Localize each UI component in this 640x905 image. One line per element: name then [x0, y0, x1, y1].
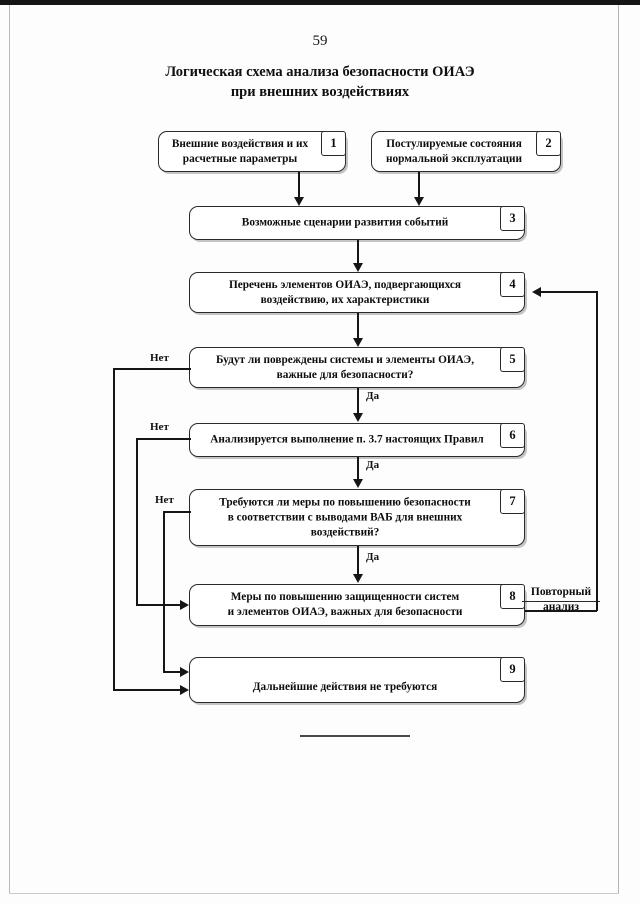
scan-bottom-edge — [9, 893, 619, 894]
edge-5-no-label: Нет — [150, 352, 169, 364]
edge-6-no-horizontal — [136, 438, 191, 440]
edge-2-to-3-arrowhead — [414, 197, 424, 206]
page-title-line-2: при внешних воздействиях — [230, 84, 410, 100]
flow-node-7-line-1: Требуются ли меры по повышению безопасно… — [219, 496, 471, 508]
edge-7-to-8-arrowhead — [353, 574, 363, 583]
edge-1-to-3-vertical — [298, 172, 300, 198]
flow-node-9-label: Дальнейшие действия не требуются — [200, 680, 490, 695]
edge-2-to-3-vertical — [418, 172, 420, 198]
scan-top-edge — [0, 0, 640, 5]
flow-node-7-label: Требуются ли меры по повышению безопасно… — [200, 495, 490, 540]
flow-node-1-badge: 1 — [321, 131, 346, 156]
edge-6-to-7-label-yes: Да — [366, 459, 380, 471]
edge-8-to-4-top-horizontal — [541, 291, 597, 293]
flow-node-4-line-2: воздействию, их характеристики — [260, 293, 430, 306]
flow-node-8-badge: 8 — [500, 584, 525, 609]
flow-node-2[interactable]: Постулируемые состояния нормальной экспл… — [371, 131, 561, 172]
flow-node-6-label: Анализируется выполнение п. 3.7 настоящи… — [200, 433, 494, 448]
flow-node-9-badge: 9 — [500, 657, 525, 682]
flow-node-4[interactable]: Перечень элементов ОИАЭ, подвергающихся … — [189, 272, 525, 313]
flow-node-8[interactable]: Меры по повышению защищенности систем и … — [189, 584, 525, 626]
flow-node-4-badge: 4 — [500, 272, 525, 297]
edge-8-to-4-arrowhead — [532, 287, 541, 297]
flow-node-5-line-2: важные для безопасности? — [276, 368, 414, 381]
edge-6-no-label: Нет — [150, 421, 169, 433]
edge-6-to-7-vertical — [357, 457, 359, 480]
flow-node-7-line-2: в соответствии с выводами ВАБ для внешни… — [227, 511, 463, 523]
flow-node-5[interactable]: Будут ли повреждены системы и элементы О… — [189, 347, 525, 388]
edge-5-to-6-vertical — [357, 388, 359, 414]
flow-node-7-badge: 7 — [500, 489, 525, 514]
edge-1-to-3-arrowhead — [294, 197, 304, 206]
edge-4-to-5-arrowhead — [353, 338, 363, 347]
flow-node-7[interactable]: Требуются ли меры по повышению безопасно… — [189, 489, 525, 546]
flow-node-2-badge: 2 — [536, 131, 561, 156]
footer-divider — [300, 735, 410, 737]
flow-node-4-line-1: Перечень элементов ОИАЭ, подвергающихся — [228, 278, 462, 291]
flow-node-4-label: Перечень элементов ОИАЭ, подвергающихся … — [200, 278, 490, 308]
repeat-analysis-underline — [522, 601, 600, 603]
flow-node-8-line-2: и элементов ОИАЭ, важных для безопасност… — [227, 606, 463, 618]
page-number: 59 — [312, 33, 328, 49]
flow-node-7-line-3: воздействий? — [310, 526, 380, 538]
edge-6-no-vertical-rail — [136, 438, 138, 605]
flow-node-1-line-2: расчетные параметры — [182, 152, 298, 165]
flow-node-3-label: Возможные сценарии развития событий — [200, 216, 490, 231]
edge-4-to-5-vertical — [357, 313, 359, 338]
edge-7-no-vertical-rail — [163, 511, 165, 672]
edge-7-to-8-vertical — [357, 546, 359, 575]
edge-5-no-into-node9 — [113, 689, 181, 691]
edge-5-no-horizontal — [113, 368, 191, 370]
flow-node-3[interactable]: Возможные сценарии развития событий 3 — [189, 206, 525, 240]
flow-node-5-label: Будут ли повреждены системы и элементы О… — [200, 353, 490, 383]
flow-node-9-line-1: Дальнейшие действия не требуются — [252, 681, 438, 693]
edge-6-no-into-node8 — [136, 604, 181, 606]
edge-5-no-vertical-rail — [113, 368, 115, 690]
scan-left-edge — [9, 5, 10, 893]
flow-node-6[interactable]: Анализируется выполнение п. 3.7 настоящи… — [189, 423, 525, 457]
edge-7-no-arrowhead — [180, 667, 189, 677]
flow-node-2-line-1: Постулируемые состояния — [386, 137, 522, 150]
flow-node-1-line-1: Внешние воздействия и их — [171, 137, 309, 150]
edge-8-to-4-vertical — [596, 291, 598, 611]
edge-5-no-arrowhead — [180, 685, 189, 695]
edge-7-no-label: Нет — [155, 494, 174, 506]
edge-3-to-4-vertical — [357, 240, 359, 264]
flow-node-3-line-1: Возможные сценарии развития событий — [241, 216, 449, 229]
scan-right-edge — [618, 5, 619, 893]
edge-5-to-6-arrowhead — [353, 413, 363, 422]
flow-node-3-badge: 3 — [500, 206, 525, 231]
repeat-analysis-note-line-1: Повторный — [530, 586, 592, 598]
flow-node-1[interactable]: Внешние воздействия и их расчетные парам… — [158, 131, 346, 172]
flow-node-6-badge: 6 — [500, 423, 525, 448]
flow-node-1-label: Внешние воздействия и их расчетные парам… — [169, 137, 311, 167]
edge-5-to-6-label-yes: Да — [366, 390, 380, 402]
edge-3-to-4-arrowhead — [353, 263, 363, 272]
flow-node-6-line-1: Анализируется выполнение п. 3.7 настоящи… — [210, 433, 484, 446]
edge-7-no-horizontal — [163, 511, 191, 513]
edge-8-to-4-bottom-horizontal — [525, 610, 597, 612]
edge-6-no-arrowhead — [180, 600, 189, 610]
edge-7-no-into-node9 — [163, 671, 181, 673]
flow-node-5-line-1: Будут ли повреждены системы и элементы О… — [215, 353, 475, 366]
flow-node-9[interactable]: Дальнейшие действия не требуются 9 — [189, 657, 525, 703]
flow-node-2-label: Постулируемые состояния нормальной экспл… — [382, 137, 526, 167]
edge-6-to-7-arrowhead — [353, 479, 363, 488]
flow-node-5-badge: 5 — [500, 347, 525, 372]
edge-7-to-8-label-yes: Да — [366, 551, 380, 563]
flow-node-8-line-1: Меры по повышению защищенности систем — [230, 591, 460, 603]
flow-node-8-label: Меры по повышению защищенности систем и … — [200, 590, 490, 620]
flow-node-2-line-2: нормальной эксплуатации — [385, 152, 523, 165]
page-title: Логическая схема анализа безопасности ОИ… — [120, 62, 520, 102]
page-title-line-1: Логическая схема анализа безопасности ОИ… — [165, 64, 475, 80]
